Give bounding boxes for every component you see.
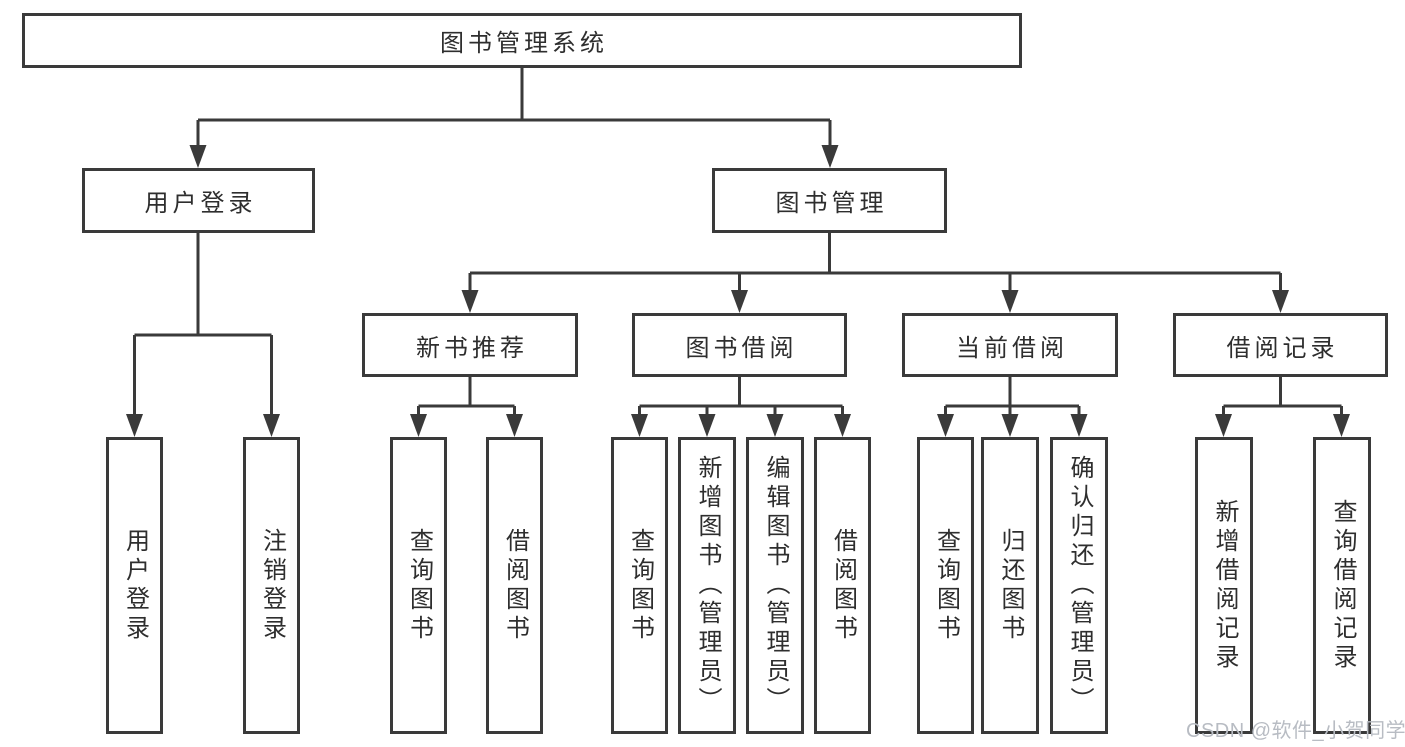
node-leaf-logout-label: 注销登录 <box>258 527 286 644</box>
node-book-management-label: 图书管理 <box>775 190 888 217</box>
node-leaf-query-books-current-label: 查询图书 <box>932 527 960 644</box>
node-leaf-return-books: 归还图书 <box>981 437 1039 734</box>
node-new-book-recommend-label: 新书推荐 <box>416 334 528 362</box>
node-leaf-add-borrow-record-label: 新增借阅记录 <box>1211 498 1238 673</box>
node-leaf-query-books-recommend-label: 查询图书 <box>405 527 433 644</box>
connector-current-borrow-children <box>937 377 1088 437</box>
node-leaf-query-books-recommend: 查询图书 <box>390 437 447 734</box>
node-leaf-borrow-books-label: 借阅图书 <box>829 527 857 644</box>
node-current-borrow-label: 当前借阅 <box>956 334 1068 362</box>
node-leaf-return-books-label: 归还图书 <box>997 527 1024 644</box>
node-current-borrow: 当前借阅 <box>902 313 1118 377</box>
node-book-borrow: 图书借阅 <box>632 313 847 377</box>
node-leaf-add-books-admin: 新增图书（管理员） <box>678 437 736 734</box>
node-leaf-add-books-admin-label: 新增图书（管理员） <box>694 455 721 716</box>
node-leaf-query-books-borrow: 查询图书 <box>611 437 668 734</box>
node-leaf-edit-books-admin-label: 编辑图书（管理员） <box>762 455 789 716</box>
node-system-root: 图书管理系统 <box>22 13 1022 68</box>
node-leaf-confirm-return-admin-label: 确认归还（管理员） <box>1066 455 1093 716</box>
node-user-login-label: 用户登录 <box>144 190 257 217</box>
node-user-login: 用户登录 <box>82 168 315 233</box>
connector-borrow-records-children <box>1215 377 1350 437</box>
node-borrow-records-label: 借阅记录 <box>1226 334 1339 362</box>
node-book-management: 图书管理 <box>712 168 947 233</box>
node-leaf-borrow-books: 借阅图书 <box>814 437 871 734</box>
connector-user-login-children <box>126 233 280 437</box>
node-leaf-query-books-current: 查询图书 <box>917 437 974 734</box>
node-system-root-label: 图书管理系统 <box>440 30 608 57</box>
connector-new-book-recommend-children <box>410 377 523 437</box>
csdn-watermark: CSDN @软件_小贺同学 <box>1186 720 1405 742</box>
node-leaf-borrow-books-recommend: 借阅图书 <box>486 437 543 734</box>
node-leaf-borrow-books-recommend-label: 借阅图书 <box>501 527 529 644</box>
node-leaf-query-borrow-record-label: 查询借阅记录 <box>1329 498 1356 673</box>
node-book-borrow-label: 图书借阅 <box>685 334 798 362</box>
node-leaf-logout: 注销登录 <box>243 437 300 734</box>
node-borrow-records: 借阅记录 <box>1173 313 1388 377</box>
node-new-book-recommend: 新书推荐 <box>362 313 578 377</box>
node-leaf-confirm-return-admin: 确认归还（管理员） <box>1050 437 1108 734</box>
node-leaf-query-books-borrow-label: 查询图书 <box>626 527 654 644</box>
connector-root-to-level2 <box>189 68 839 168</box>
node-leaf-add-borrow-record: 新增借阅记录 <box>1195 437 1253 734</box>
connector-book-borrow-children <box>631 377 851 437</box>
node-leaf-edit-books-admin: 编辑图书（管理员） <box>746 437 804 734</box>
node-leaf-user-login-label: 用户登录 <box>121 527 149 644</box>
node-leaf-user-login: 用户登录 <box>106 437 163 734</box>
node-leaf-query-borrow-record: 查询借阅记录 <box>1313 437 1371 734</box>
connector-book-management-children <box>461 233 1289 313</box>
